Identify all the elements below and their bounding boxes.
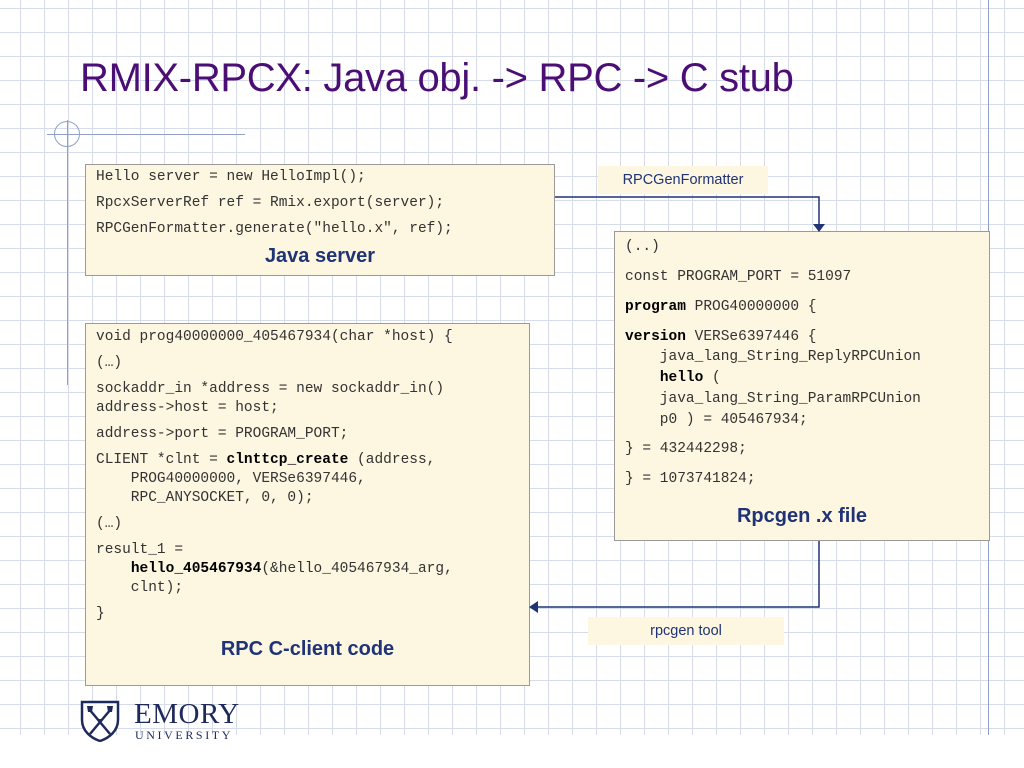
c-client-caption: RPC C-client code	[220, 638, 395, 660]
x-file-line: const PROGRAM_PORT = 51097	[625, 269, 852, 285]
c-code-line: result_1 =	[96, 542, 184, 558]
x-file-line: p0 ) = 405467934;	[625, 412, 808, 428]
java-server-caption: Java server	[264, 245, 376, 267]
c-code-line: PROG40000000, VERSe6397446,	[96, 471, 366, 487]
hello-fn: hello_405467934	[130, 561, 262, 577]
decorative-circle	[54, 121, 80, 147]
rpcgen-tool-arrow	[529, 541, 820, 613]
java-code-line: Hello server = new HelloImpl();	[96, 169, 366, 185]
x-file-hello-line: hello (	[625, 368, 979, 389]
version-rest: VERSe6397446 {	[685, 329, 817, 345]
hello-rest: (	[703, 370, 721, 386]
x-file-line: java_lang_String_ParamRPCUnion	[625, 391, 921, 407]
c-code-line: sockaddr_in *address = new sockaddr_in()	[96, 381, 445, 397]
x-file-line: java_lang_String_ReplyRPCUnion	[625, 349, 921, 365]
program-keyword: program	[625, 299, 686, 315]
rpcgen-file-box: (..) const PROGRAM_PORT = 51097 program …	[614, 231, 990, 541]
x-file-line: } = 1073741824;	[625, 471, 756, 487]
x-file-program-line: program PROG40000000 {	[625, 298, 979, 317]
c-code-line: address->port = PROGRAM_PORT;	[96, 426, 349, 442]
c-code-line: (…)	[96, 516, 123, 532]
decorative-vertical-line-left	[67, 120, 68, 385]
x-file-line: (..)	[625, 239, 660, 255]
emory-logo-subtitle: UNIVERSITY	[135, 728, 233, 742]
footer-band	[0, 735, 1024, 768]
java-code-line: RPCGenFormatter.generate("hello.x", ref)…	[96, 221, 453, 237]
version-keyword: version	[625, 329, 686, 345]
formatter-arrow	[555, 196, 825, 232]
emory-logo-name: EMORY	[134, 698, 240, 730]
clnttcp-create-fn: clnttcp_create	[226, 452, 349, 468]
java-code-line: RpcxServerRef ref = Rmix.export(server);	[96, 195, 445, 211]
rpcgen-file-caption: Rpcgen .x file	[736, 505, 868, 527]
c-code-line: address->host = host;	[96, 400, 279, 416]
hello-keyword: hello	[659, 370, 704, 386]
c-client-box: void prog40000000_405467934(char *host) …	[85, 323, 530, 686]
c-code-line: (…)	[96, 355, 123, 371]
c-code-clnt-line: CLIENT *clnt = clnttcp_create (address,	[96, 452, 436, 468]
c-code-hello-line: hello_405467934(&hello_405467934_arg,	[130, 561, 453, 577]
decorative-horizontal-line	[47, 134, 245, 135]
x-file-line: } = 432442298;	[625, 441, 747, 457]
x-file-version-line: version VERSe6397446 {	[625, 328, 979, 347]
rpcgen-tool-label: rpcgen tool	[588, 617, 784, 645]
rpcgenformatter-label: RPCGenFormatter	[598, 166, 768, 194]
c-code-line: void prog40000000_405467934(char *host) …	[96, 329, 453, 345]
slide-title: RMIX-RPCX: Java obj. -> RPC -> C stub	[80, 56, 794, 100]
emory-shield-logo	[80, 700, 120, 742]
c-code-line: clnt);	[96, 580, 184, 596]
c-code-line: }	[96, 606, 105, 622]
java-server-box: Hello server = new HelloImpl(); RpcxServ…	[85, 164, 555, 276]
c-code-line: RPC_ANYSOCKET, 0, 0);	[96, 490, 314, 506]
program-rest: PROG40000000 {	[685, 299, 817, 315]
